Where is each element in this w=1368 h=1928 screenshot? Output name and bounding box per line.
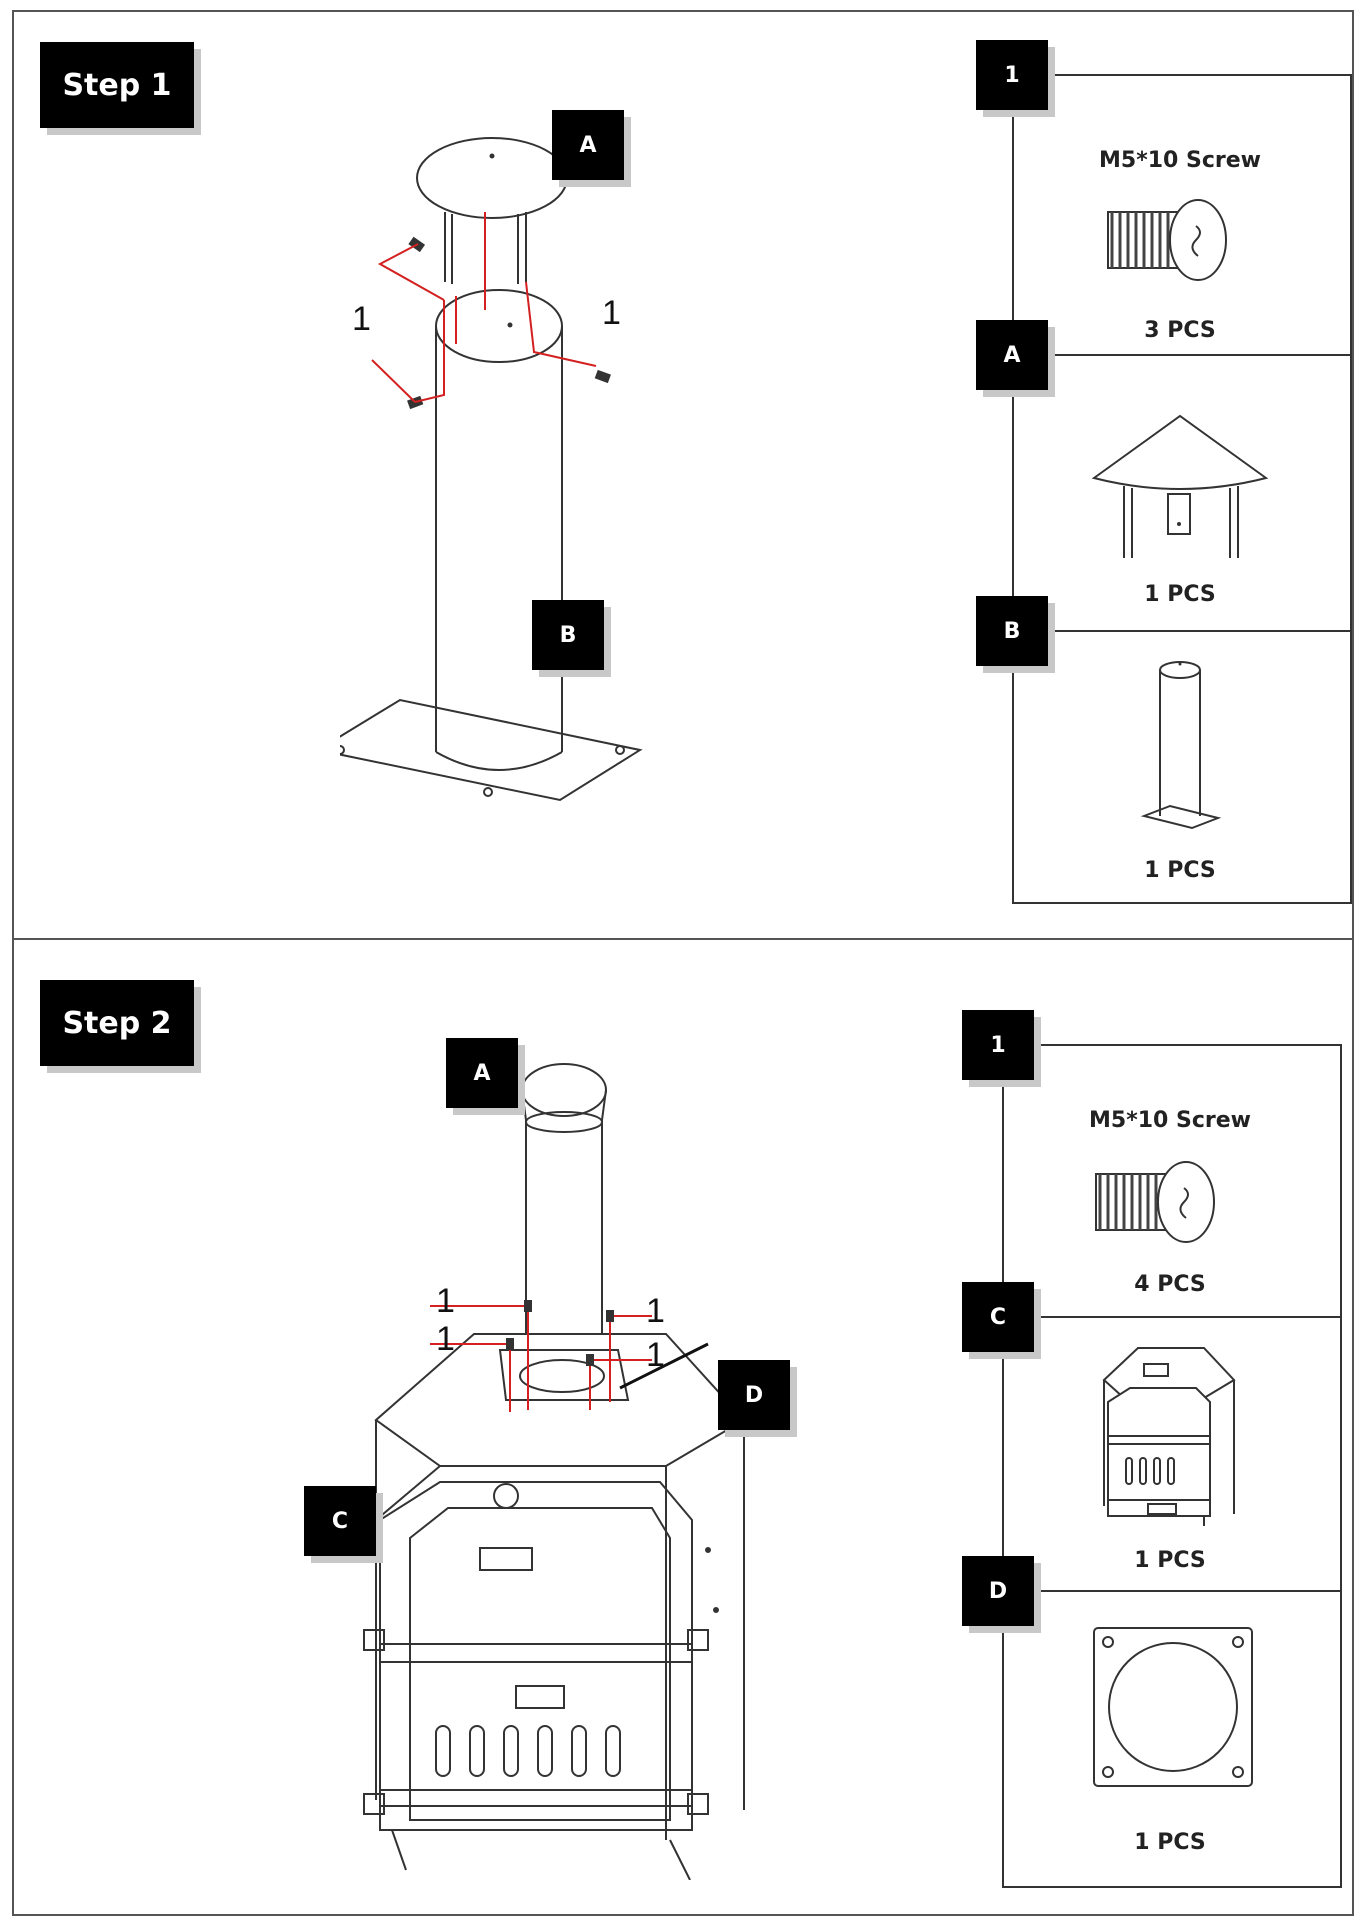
step2-panel-separator-2 <box>1002 1590 1342 1592</box>
step1-part-name-1: M5*10 Screw <box>1099 148 1261 173</box>
chimney-cap-icon <box>1091 414 1269 558</box>
step2-screw-label-4: 1 <box>646 1336 665 1374</box>
step1-assembly-drawing <box>340 137 643 802</box>
step2-screw-label-1: 1 <box>436 1282 455 1320</box>
step1-part-tag-1: 1 <box>976 40 1048 110</box>
step2-part-tag-d: D <box>962 1556 1034 1626</box>
step2-label-d: D <box>718 1360 790 1430</box>
step2-part-tag-1: 1 <box>962 1010 1034 1080</box>
oven-icon <box>1102 1347 1236 1526</box>
step2-label-c: C <box>304 1486 376 1556</box>
step2-part-name-1: M5*10 Screw <box>1089 1108 1251 1133</box>
step-divider <box>12 938 1354 940</box>
step1-panel-separator-2 <box>1012 630 1352 632</box>
step1-panel-connector <box>1012 74 1014 904</box>
step1-screw-label-left: 1 <box>352 300 371 338</box>
step1-panel-separator-1 <box>1012 354 1352 356</box>
step2-screw-label-2: 1 <box>436 1320 455 1358</box>
step1-part-qty-a: 1 PCS <box>1144 582 1216 607</box>
screw-icon <box>1107 199 1227 281</box>
step2-part-tag-c: C <box>962 1282 1034 1352</box>
step1-part-qty-1: 3 PCS <box>1144 318 1216 343</box>
step2-part-qty-1: 4 PCS <box>1134 1272 1206 1297</box>
step2-panel-separator-1 <box>1002 1316 1342 1318</box>
step2-part-qty-d: 1 PCS <box>1134 1830 1206 1855</box>
screw-icon <box>1095 1161 1215 1243</box>
step1-label-b: B <box>532 600 604 670</box>
step2-label-a: A <box>446 1038 518 1108</box>
step2-part-qty-c: 1 PCS <box>1134 1548 1206 1573</box>
chimney-pipe-icon <box>1140 661 1222 830</box>
step2-assembly-drawing <box>363 1063 746 1880</box>
step1-title: Step 1 <box>40 42 194 128</box>
step1-label-a: A <box>552 110 624 180</box>
step2-screw-label-3: 1 <box>646 1292 665 1330</box>
step1-screw-label-right: 1 <box>602 294 621 332</box>
step2-title: Step 2 <box>40 980 194 1066</box>
flange-plate-icon <box>1093 1627 1253 1787</box>
step1-part-tag-b: B <box>976 596 1048 666</box>
step1-part-tag-a: A <box>976 320 1048 390</box>
step1-part-qty-b: 1 PCS <box>1144 858 1216 883</box>
